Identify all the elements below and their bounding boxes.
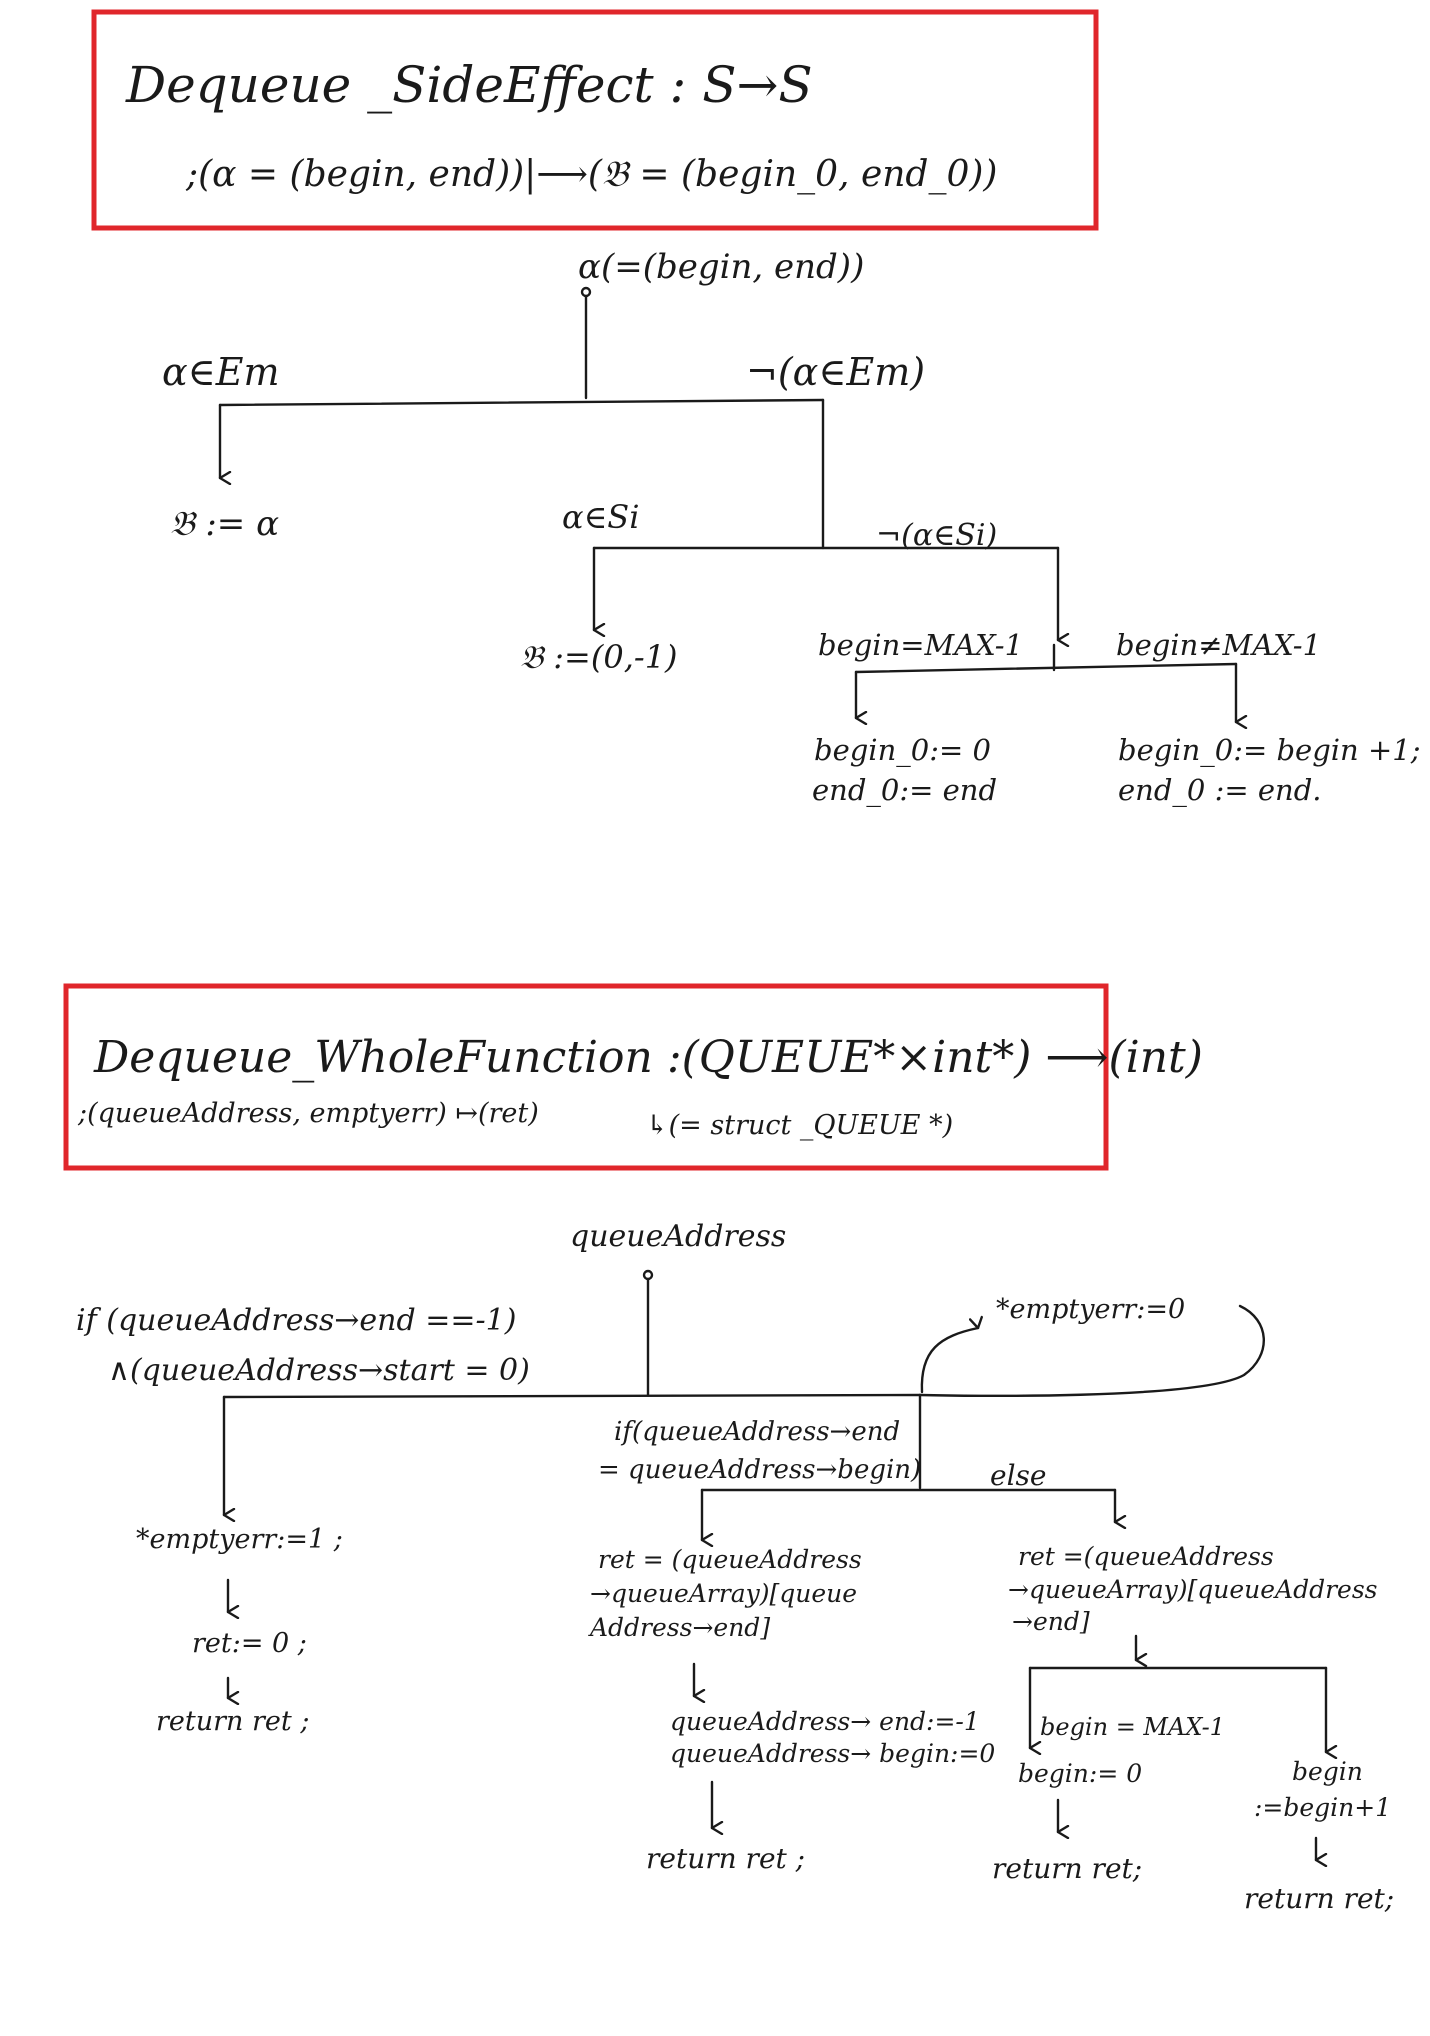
right-left-step: begin:= 0 [1018,1759,1142,1788]
side-effect-title: Dequeue _SideEffect : S→S [125,56,813,114]
mid-step1-line1: ret = (queueAddress [598,1545,862,1574]
left-step2: ret:= 0 ; [192,1628,307,1659]
cond2-line1: if(queueAddress→end [614,1417,900,1447]
right-left-return: return ret; [992,1852,1142,1885]
cond-alpha-in-em: α∈Em [162,350,280,394]
side-effect-root: α(=(begin, end)) [578,247,864,287]
queue-address-root: queueAddress [570,1219,786,1254]
cond-begin-eq-max: begin=MAX-1 [818,628,1023,662]
right-right-step-line1: begin [1292,1757,1363,1786]
side-effect-title-box [91,9,1099,231]
left-step1: *emptyerr:=1 ; [136,1524,343,1555]
mid-step2-line1: queueAddress→ end:=-1 [670,1707,980,1736]
right-right-step-line2: :=begin+1 [1254,1793,1391,1822]
split-bar-3 [854,662,1238,674]
loop-label: *emptyerr:=0 [996,1294,1185,1325]
cond-begin-neq-max: begin≠MAX-1 [1116,628,1321,662]
cond-not-alpha-in-em: ¬(α∈Em) [746,350,925,394]
cond-alpha-in-si: α∈Si [562,498,639,536]
else-label: else [990,1459,1046,1492]
leaf-a-line2: end_0:= end [812,773,997,808]
whole-function-title-box [63,983,1109,1171]
mid-step3: return ret ; [646,1842,805,1875]
mid-step1-line3: Address→end] [588,1613,770,1642]
right-step1-line1: ret =(queueAddress [1018,1542,1274,1571]
loop-arrow [920,1328,978,1394]
cond1-line2: ∧(queueAddress→start = 0) [108,1353,530,1388]
right-cond-begin-eq-max: begin = MAX-1 [1040,1713,1225,1741]
leaf-b-line2: end_0 := end. [1118,773,1321,808]
loop-curve [918,1304,1265,1398]
right-step1-line3: →end] [1012,1607,1090,1636]
left-step3: return ret ; [156,1706,309,1737]
whole-function-type-note: ↳(= struct _QUEUE *) [646,1110,953,1141]
mid-step2-line2: queueAddress→ begin:=0 [670,1739,995,1768]
right-right-return: return ret; [1244,1882,1394,1915]
mid-step1-line2: →queueArray)[queue [590,1579,857,1608]
leaf-b-line1: begin_0:= begin +1; [1118,733,1420,768]
beta-assign-empty: 𝔅 :=(0,-1) [520,638,678,676]
split-bar-b1 [222,1393,922,1399]
leaf-a-line1: begin_0:= 0 [814,733,991,768]
side-effect-mapping: ;(α = (begin, end))|⟶(𝔅 = (begin_0, end_… [185,154,997,195]
whole-function-title: Dequeue_WholeFunction :(QUEUE*×int*) ⟶(i… [93,1032,1203,1083]
beta-assign-alpha: 𝔅 := α [170,504,279,544]
cond1-line1: if (queueAddress→end ==-1) [76,1303,516,1338]
whole-function-mapping: ;(queueAddress, emptyerr) ↦(ret) [77,1098,539,1129]
right-step1-line2: →queueArray)[queueAddress [1008,1575,1378,1604]
split-bar-1 [218,398,825,407]
cond2-line2: = queueAddress→begin) [598,1455,921,1485]
